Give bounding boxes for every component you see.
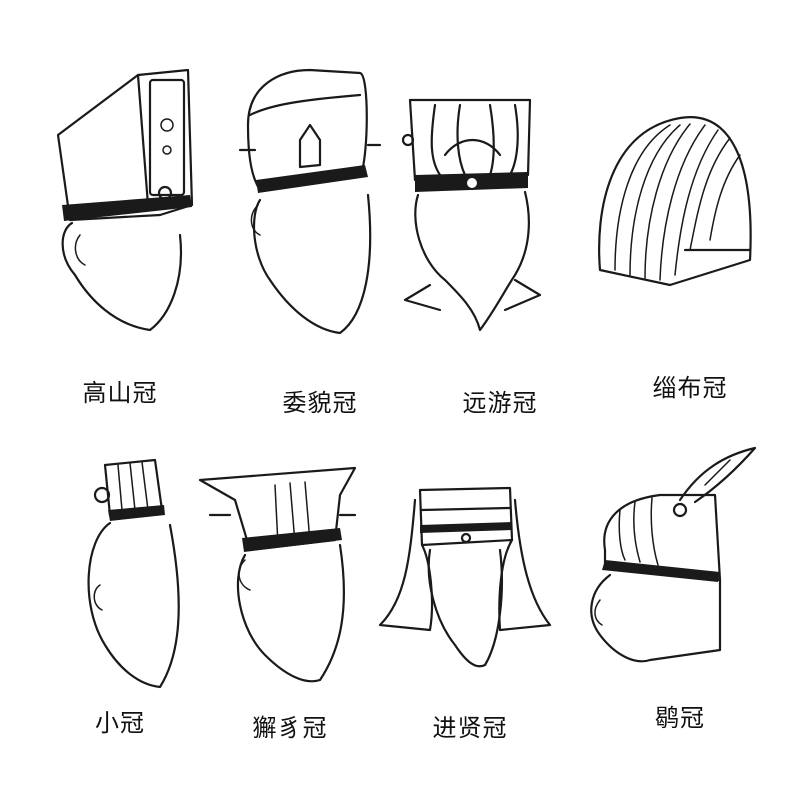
hat-label: 进贤冠 (432, 714, 508, 742)
hat-label: 鹖冠 (655, 704, 705, 732)
hat-label: 小冠 (95, 709, 145, 737)
he-hat-illustration (590, 446, 757, 663)
hat-label: 獬豸冠 (252, 714, 328, 742)
jinxian-hat-illustration (378, 486, 552, 668)
hat-label: 缁布冠 (652, 374, 728, 402)
xiao-hat-illustration (87, 458, 180, 689)
yuanyou-hat-illustration (401, 98, 542, 332)
zibu-hat-illustration (598, 116, 752, 287)
xiezhi-hat-illustration (198, 466, 357, 683)
hat-label: 远游冠 (462, 389, 538, 417)
hat-label: 委貌冠 (282, 389, 358, 417)
hat-label: 高山冠 (82, 379, 158, 407)
gaoshan-hat-illustration (56, 68, 194, 332)
weimao-hat-illustration (238, 68, 382, 335)
